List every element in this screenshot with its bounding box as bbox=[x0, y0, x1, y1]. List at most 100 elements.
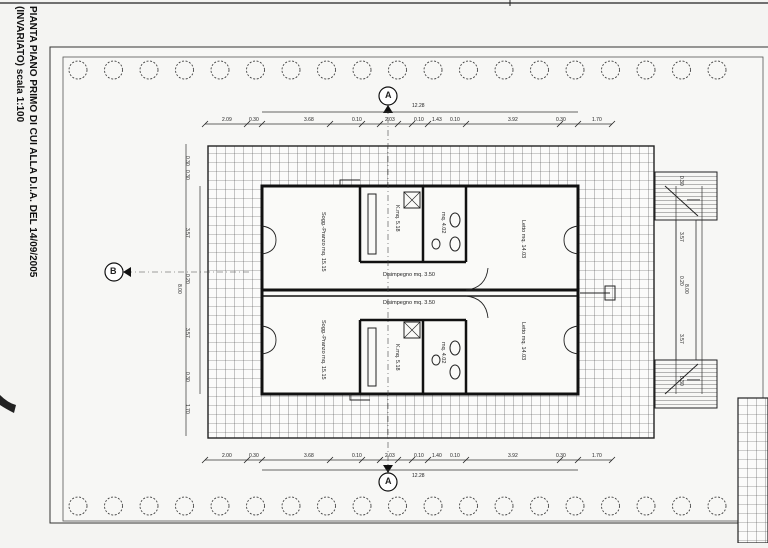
tree-row-top bbox=[68, 60, 727, 80]
dim-right-seg-1: 3.57 bbox=[678, 232, 684, 242]
dim-bottom-seg-3: 0.10 bbox=[352, 453, 362, 459]
lower-hall-label: Disimpegno mq. 3.50 bbox=[383, 300, 435, 306]
duct-box bbox=[604, 285, 616, 301]
lower-kitchen-counter bbox=[367, 327, 377, 387]
dimension-tick bbox=[608, 120, 616, 128]
dimension-tick bbox=[376, 456, 384, 464]
dim-left-total: 8.00 bbox=[176, 284, 182, 294]
dim-bottom-seg-8: 3.92 bbox=[508, 453, 518, 459]
section-a-top-label: A bbox=[385, 90, 392, 100]
dim-right-seg-2: 0.20 bbox=[678, 276, 684, 286]
dim-left-seg-2: 3.57 bbox=[184, 228, 190, 238]
upper-shower bbox=[403, 191, 421, 209]
tree-symbol bbox=[459, 60, 478, 80]
upper-bedroom-label: Letto mq. 14.03 bbox=[520, 220, 526, 259]
dim-left-seg-1: 0.30 bbox=[184, 170, 190, 180]
dim-left-seg-4: 3.57 bbox=[184, 328, 190, 338]
dim-right-seg-4: 0.30 bbox=[678, 376, 684, 386]
dim-top-seg-8: 3.92 bbox=[508, 117, 518, 123]
section-b-arrow bbox=[123, 267, 131, 277]
upper-bath-label: mq. 4.02 bbox=[440, 212, 446, 234]
dimension-tick bbox=[243, 456, 251, 464]
section-b-label: B bbox=[110, 266, 117, 276]
tree-symbol bbox=[68, 60, 88, 80]
section-a-bottom-arrow bbox=[383, 465, 393, 473]
dim-bottom-seg-10: 1.70 bbox=[592, 453, 602, 459]
dimension-tick bbox=[258, 120, 266, 128]
tree-symbol bbox=[317, 60, 336, 80]
dimension-ticks bbox=[201, 120, 616, 464]
dim-left-seg-5: 0.30 bbox=[184, 372, 190, 382]
tree-row-bottom bbox=[68, 496, 727, 516]
dim-bottom-total: 12.28 bbox=[412, 473, 425, 479]
edge-scan-mark bbox=[0, 395, 16, 413]
upper-wc bbox=[449, 212, 461, 228]
upper-living-label: Sogg.-Pranzo mq. 15.15 bbox=[320, 212, 326, 272]
tree-symbol bbox=[317, 496, 336, 516]
lower-window-left bbox=[261, 325, 277, 355]
tree-symbol bbox=[210, 60, 230, 80]
lower-kitchen-label: K.mq. 5.18 bbox=[394, 344, 400, 371]
dimension-tick bbox=[574, 456, 582, 464]
dim-bottom-seg-4: 2.03 bbox=[385, 453, 395, 459]
dimension-tick bbox=[258, 456, 266, 464]
dimension-tick bbox=[201, 120, 209, 128]
dim-top-seg-0: 2.09 bbox=[222, 117, 232, 123]
stair-upper-arrow bbox=[664, 185, 700, 217]
lower-bedroom-label: Letto mq. 14.03 bbox=[520, 322, 526, 361]
tree-symbol bbox=[601, 60, 620, 80]
tree-symbol bbox=[494, 60, 514, 80]
tree-symbol bbox=[601, 496, 620, 516]
upper-window-left bbox=[261, 225, 277, 255]
dim-top-seg-9: 0.30 bbox=[556, 117, 566, 123]
dimension-tick bbox=[462, 120, 470, 128]
dim-left-seg-0: 0.30 bbox=[184, 156, 190, 166]
dimension-tick bbox=[424, 456, 432, 464]
tree-symbol bbox=[530, 496, 549, 516]
lower-shower bbox=[403, 321, 421, 339]
section-a-bottom-label: A bbox=[385, 476, 392, 486]
dim-top-seg-3: 0.10 bbox=[352, 117, 362, 123]
tree-symbol bbox=[423, 60, 443, 80]
lower-living-label: Sogg.-Pranzo mq. 15.15 bbox=[320, 320, 326, 380]
tree-symbol bbox=[281, 60, 301, 80]
lower-bidet bbox=[449, 364, 461, 380]
tree-symbol bbox=[494, 496, 514, 516]
dimension-tick bbox=[408, 456, 416, 464]
tree-symbol bbox=[68, 496, 88, 516]
dimension-tick bbox=[201, 456, 209, 464]
site-boundary bbox=[62, 56, 764, 522]
upper-shower-diag bbox=[403, 191, 421, 209]
drawing-title: PIANTA PIANO PRIMO DI CUI ALLA D.I.A. DE… bbox=[27, 6, 38, 278]
dim-bottom-seg-5: 0.10 bbox=[414, 453, 424, 459]
section-a-top-arrow bbox=[383, 105, 393, 113]
dim-bottom-seg-7: 0.10 bbox=[450, 453, 460, 459]
tree-symbol bbox=[707, 60, 727, 80]
tree-symbol bbox=[246, 496, 265, 516]
dim-right-seg-3: 3.57 bbox=[678, 334, 684, 344]
dim-top-total: 12.28 bbox=[412, 103, 425, 109]
dim-bottom-seg-9: 0.30 bbox=[556, 453, 566, 459]
lower-wc bbox=[449, 340, 461, 356]
tree-symbol bbox=[459, 496, 478, 516]
lower-window-right bbox=[563, 325, 579, 355]
upper-bidet bbox=[449, 236, 461, 252]
tree-symbol bbox=[565, 60, 585, 80]
dimension-tick bbox=[424, 120, 432, 128]
dim-top-seg-4: 2.03 bbox=[385, 117, 395, 123]
dimension-tick bbox=[394, 120, 402, 128]
dim-bottom-seg-2: 3.68 bbox=[304, 453, 314, 459]
dimension-tick bbox=[608, 456, 616, 464]
dimension-tick bbox=[326, 456, 334, 464]
tree-symbol bbox=[104, 496, 123, 516]
dimension-tick bbox=[574, 120, 582, 128]
tree-symbol bbox=[672, 496, 691, 516]
tree-symbol bbox=[388, 496, 407, 516]
tree-symbol bbox=[530, 60, 549, 80]
dimension-tick bbox=[556, 456, 564, 464]
dimension-tick bbox=[358, 456, 366, 464]
tree-symbol bbox=[104, 60, 123, 80]
tree-symbol bbox=[246, 60, 265, 80]
